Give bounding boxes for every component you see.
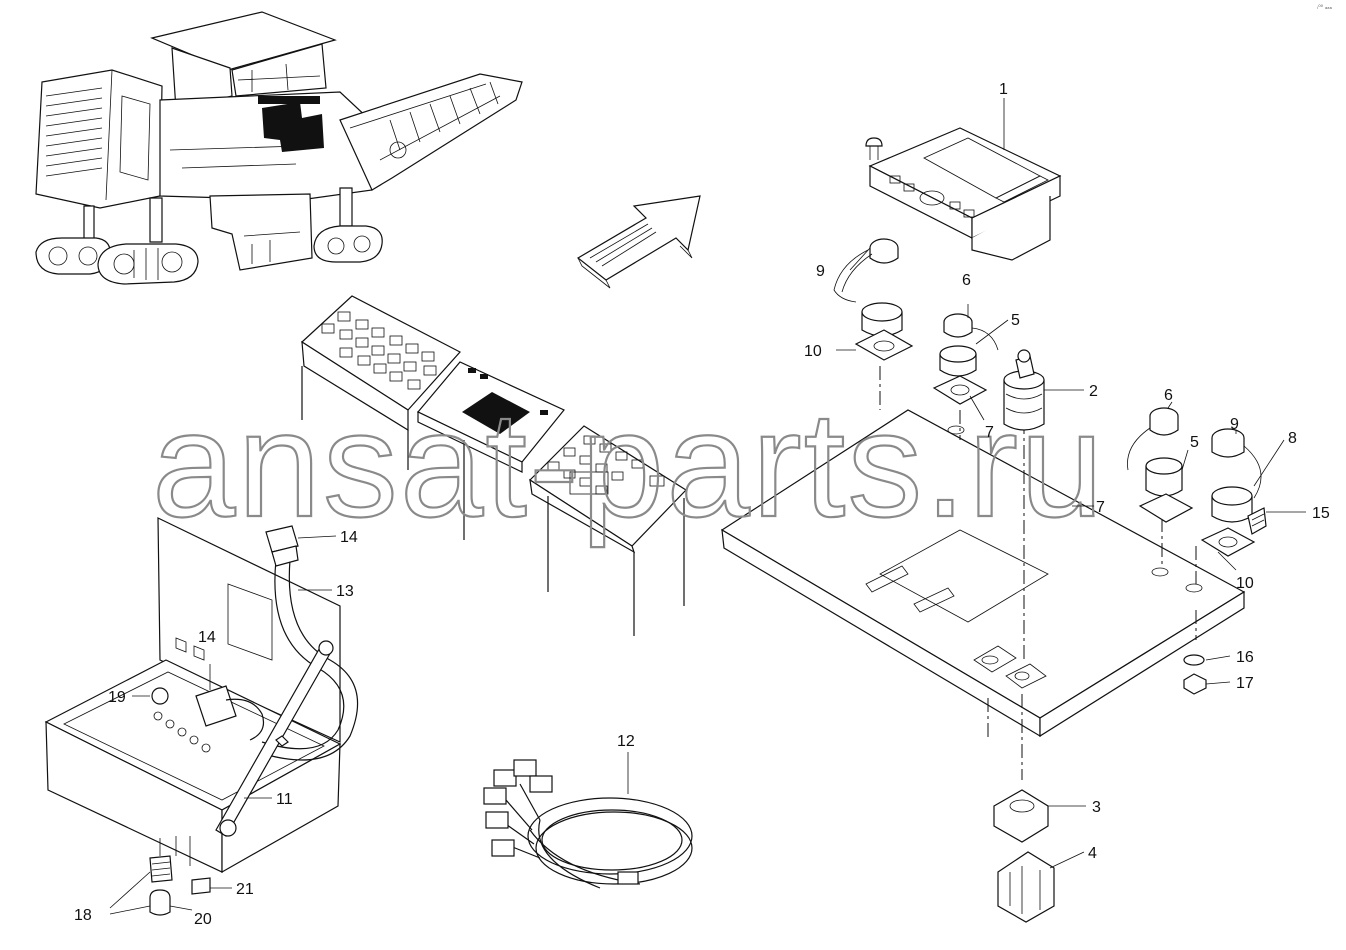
callout-9a: 9 xyxy=(816,263,825,280)
leader-lines xyxy=(109,98,1306,915)
watermark-text: ansat-parts.ru xyxy=(152,380,1105,548)
callout-8: 8 xyxy=(1288,430,1297,447)
callout-19: 19 xyxy=(108,689,126,706)
milling-machine-illustration xyxy=(35,11,523,285)
callout-4: 4 xyxy=(1088,845,1097,862)
callout-3: 3 xyxy=(1092,799,1101,816)
callout-6b: 6 xyxy=(1164,387,1173,404)
callout-7b: 7 xyxy=(1096,499,1105,516)
callout-16: 16 xyxy=(1236,649,1254,666)
mounting-plate-assembly xyxy=(720,127,1267,923)
callout-14b: 14 xyxy=(198,629,216,646)
track-right xyxy=(313,225,383,263)
callout-15: 15 xyxy=(1312,505,1330,522)
callout-13: 13 xyxy=(336,583,354,600)
callout-9b: 9 xyxy=(1230,416,1239,433)
callout-20: 20 xyxy=(194,911,212,928)
callout-1: 1 xyxy=(999,81,1008,98)
callout-2: 2 xyxy=(1089,383,1098,400)
callout-21: 21 xyxy=(236,881,254,898)
callout-10b: 10 xyxy=(1236,575,1254,592)
callout-14a: 14 xyxy=(340,529,358,546)
corner-mark: ᵢ⁰⁰ ₐₐₐ xyxy=(1317,4,1332,11)
track-middle xyxy=(97,243,199,285)
callout-labels: 1 2 3 4 5 5 6 6 7 7 8 9 9 10 10 11 12 13… xyxy=(74,81,1330,928)
callout-12: 12 xyxy=(617,733,635,750)
callout-11: 11 xyxy=(276,791,293,808)
callout-17: 17 xyxy=(1236,675,1254,692)
control-console-assembly xyxy=(301,295,687,636)
callout-7a: 7 xyxy=(985,424,994,441)
callout-18: 18 xyxy=(74,907,92,924)
callout-5a: 5 xyxy=(1011,312,1020,329)
callout-6a: 6 xyxy=(962,272,971,289)
direction-arrow xyxy=(576,195,701,289)
callout-5b: 5 xyxy=(1190,434,1199,451)
cable-harness xyxy=(483,759,693,889)
callout-10a: 10 xyxy=(804,343,822,360)
electrical-box xyxy=(44,517,359,916)
